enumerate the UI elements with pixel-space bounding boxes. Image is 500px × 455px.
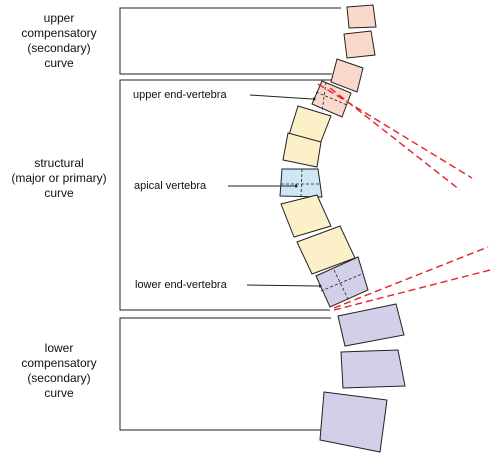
label-line: lower [44, 341, 74, 355]
lower-end-vertebra-label: lower end-vertebra [135, 279, 227, 291]
upper-end-vertebra-label: upper end-vertebra [133, 89, 227, 101]
label-line: (major or primary) [11, 171, 107, 185]
callout-apical-leader [228, 184, 298, 188]
upper-compensatory-label: upper compensatory (secondary) curve [4, 11, 114, 71]
label-line: curve [44, 186, 74, 200]
upper-end-vertebra [311, 80, 352, 118]
lower-compensatory-label: lower compensatory (secondary) curve [4, 341, 114, 401]
label-line: structural [34, 156, 84, 170]
vertebra-upper-2 [343, 30, 376, 59]
label-line: curve [44, 386, 74, 400]
label-line: (secondary) [27, 41, 91, 55]
vertebra-lower-2 [340, 349, 406, 389]
vertebra-lower-1 [337, 303, 405, 347]
upper-cobb-lines [317, 83, 473, 191]
apical-vertebra [279, 168, 323, 198]
label-line: upper [43, 11, 75, 25]
upper-region-bracket [119, 7, 341, 75]
structural-curve-label: structural (major or primary) curve [4, 156, 114, 201]
callout-lower-end-leader [246, 284, 322, 288]
vertebra-structural-2 [282, 132, 322, 168]
label-line: compensatory [21, 26, 97, 40]
vertebra-structural-3 [280, 194, 332, 238]
label-line: compensatory [21, 356, 97, 370]
label-line: (secondary) [27, 371, 91, 385]
vertebra-upper-3 [330, 58, 364, 93]
lower-end-vertebra [315, 256, 369, 308]
vertebra-lower-3 [319, 391, 388, 453]
label-line: curve [44, 56, 74, 70]
lower-region-bracket [119, 317, 331, 431]
apical-vertebra-label: apical vertebra [134, 180, 207, 192]
vertebra-upper-1 [346, 4, 377, 29]
callout-upper-end-leader [249, 94, 316, 101]
lower-cobb-lines [333, 246, 495, 311]
structural-region-bracket [119, 79, 333, 311]
